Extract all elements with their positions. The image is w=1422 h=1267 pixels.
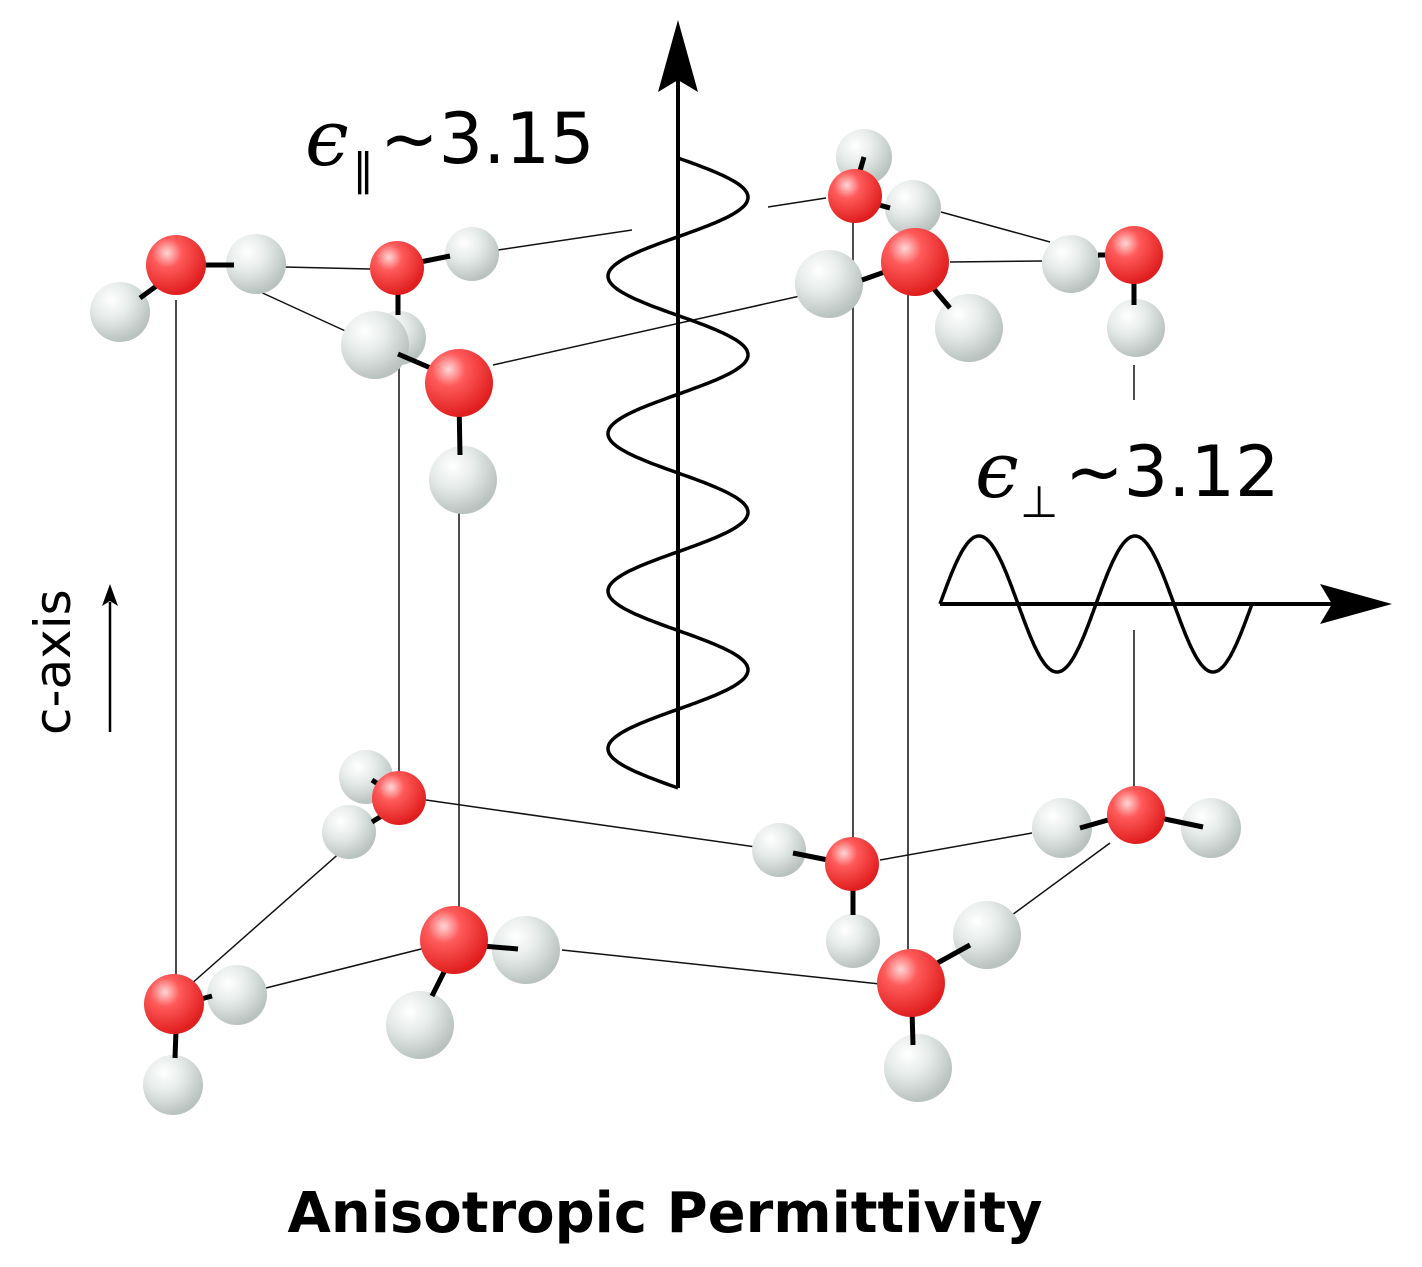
perpendicular-wave	[938, 534, 1254, 674]
diagram-title: Anisotropic Permittivity	[288, 1181, 1043, 1246]
covalent-bonds	[138, 156, 1204, 1059]
epsilon-parallel-value: ~3.15	[380, 98, 595, 180]
perpendicular-arrowhead	[1320, 584, 1392, 624]
parallel-arrowhead	[658, 20, 698, 92]
epsilon-parallel-subscript: ∥	[352, 145, 374, 196]
perpendicular-wave-group	[938, 534, 1392, 674]
parallel-wave-group	[606, 20, 750, 790]
epsilon-perp-subscript: ⊥	[1020, 477, 1058, 528]
epsilon-perp-label: ϵ ⊥ ~3.12	[975, 426, 1280, 528]
hydrogen-atoms	[90, 129, 1241, 1115]
hydrogen-bond-network	[175, 197, 1135, 995]
oxygen-atoms	[144, 169, 1165, 1034]
epsilon-perp-value: ~3.12	[1065, 431, 1280, 513]
epsilon-parallel-symbol: ϵ	[305, 94, 349, 184]
c-axis-arrowhead	[102, 584, 118, 606]
c-axis-label: c-axis	[24, 589, 82, 735]
epsilon-parallel-label: ϵ ∥ ~3.15	[305, 94, 595, 196]
c-axis-indicator: c-axis	[24, 584, 118, 735]
parallel-wave	[606, 156, 750, 790]
epsilon-perp-symbol: ϵ	[975, 426, 1019, 516]
